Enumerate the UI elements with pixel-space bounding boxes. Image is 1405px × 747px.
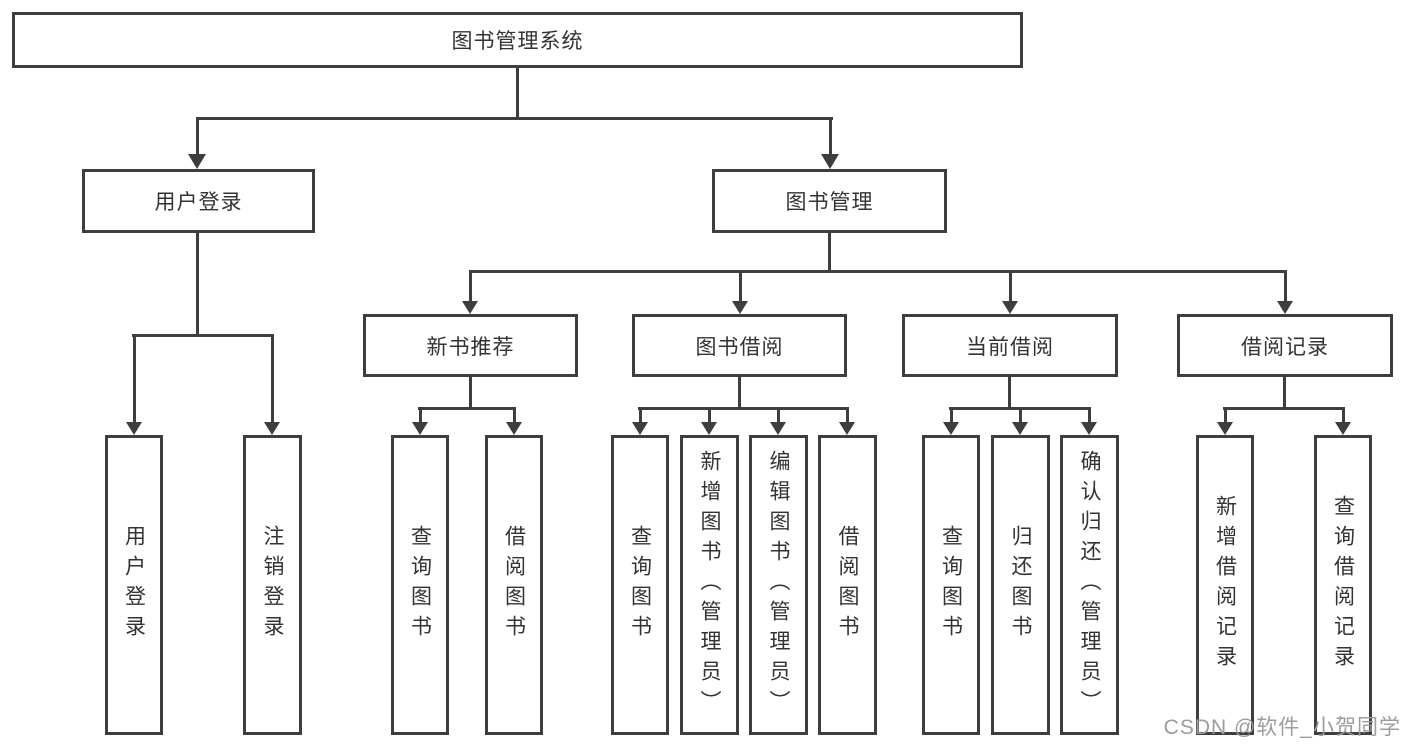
connector-root-stem bbox=[516, 65, 519, 120]
leaf-edit-books-admin: 编辑图书（管理员） bbox=[749, 435, 808, 735]
node-current-borrowing-label: 当前借阅 bbox=[966, 335, 1054, 359]
arrowhead-icon bbox=[1335, 422, 1351, 435]
leaf-borrow-books-label: 借阅图书 bbox=[836, 525, 859, 645]
arrowhead-icon bbox=[701, 422, 717, 435]
arrowhead-icon bbox=[1217, 422, 1233, 435]
leaf-edit-books-admin-label: 编辑图书（管理员） bbox=[767, 450, 790, 720]
arrowhead-icon bbox=[732, 301, 748, 314]
arrow-to-leaf bbox=[770, 407, 786, 435]
arrowhead-icon bbox=[632, 422, 648, 435]
connector-branch-borrowing-records bbox=[1223, 407, 1345, 410]
leaf-query-books-recommend: 查询图书 bbox=[391, 435, 449, 735]
node-book-management-label: 图书管理 bbox=[785, 191, 874, 214]
leaf-query-books-borrowing: 查询图书 bbox=[611, 435, 669, 735]
connector-branch-level1 bbox=[196, 117, 833, 120]
leaf-query-books-current-label: 查询图书 bbox=[939, 525, 963, 645]
arrow-to-leaf bbox=[1081, 407, 1097, 435]
leaf-logout-label: 注销登录 bbox=[261, 525, 284, 645]
arrowhead-icon bbox=[943, 422, 959, 435]
node-new-book-recommend: 新书推荐 bbox=[363, 314, 578, 377]
leaf-add-borrow-record-label: 新增借阅记录 bbox=[1213, 495, 1237, 675]
leaf-borrow-books-recommend-label: 借阅图书 bbox=[502, 525, 526, 645]
node-book-borrowing-label: 图书借阅 bbox=[695, 335, 784, 359]
arrowhead-icon bbox=[188, 154, 206, 169]
arrow-to-leaf bbox=[943, 407, 959, 435]
leaf-query-books-borrowing-label: 查询图书 bbox=[628, 525, 652, 645]
leaf-confirm-return-admin-label: 确认归还（管理员） bbox=[1078, 450, 1101, 720]
arrow-to-leaf bbox=[701, 407, 717, 435]
leaf-return-books-label: 归还图书 bbox=[1009, 525, 1032, 645]
arrow-to-leaf bbox=[506, 407, 522, 435]
leaf-add-books-admin-label: 新增图书（管理员） bbox=[698, 450, 721, 720]
arrow-to-borrowing-records bbox=[1277, 270, 1293, 314]
arrow-to-user-login bbox=[188, 117, 206, 169]
arrowhead-icon bbox=[412, 422, 428, 435]
leaf-return-books: 归还图书 bbox=[991, 435, 1050, 735]
arrow-to-book-management bbox=[821, 117, 839, 169]
csdn-watermark: CSDN @软件_小贺同学 bbox=[1163, 716, 1401, 739]
node-borrowing-records-label: 借阅记录 bbox=[1241, 335, 1329, 359]
node-book-management: 图书管理 bbox=[712, 169, 947, 233]
node-user-login: 用户登录 bbox=[82, 169, 315, 233]
connector-branch-new-book bbox=[418, 407, 516, 410]
arrowhead-icon bbox=[821, 154, 839, 169]
leaf-user-login: 用户登录 bbox=[105, 435, 163, 735]
node-root-system: 图书管理系统 bbox=[12, 12, 1023, 68]
node-current-borrowing: 当前借阅 bbox=[902, 314, 1118, 377]
arrowhead-icon bbox=[1081, 422, 1097, 435]
leaf-query-borrow-record: 查询借阅记录 bbox=[1314, 435, 1372, 735]
arrowhead-icon bbox=[1277, 301, 1293, 314]
arrow-to-current-borrowing bbox=[1002, 270, 1018, 314]
arrow-to-leaf-user-login bbox=[126, 334, 142, 435]
leaf-logout: 注销登录 bbox=[243, 435, 302, 735]
leaf-borrow-books-recommend: 借阅图书 bbox=[485, 435, 543, 735]
arrow-to-new-book-recommend bbox=[462, 270, 478, 314]
node-borrowing-records: 借阅记录 bbox=[1177, 314, 1393, 377]
leaf-query-borrow-record-label: 查询借阅记录 bbox=[1331, 495, 1355, 675]
connector-user-login-stem bbox=[196, 230, 199, 337]
arrowhead-icon bbox=[264, 422, 280, 435]
connector-branch-book-borrowing bbox=[638, 407, 849, 410]
node-user-login-label: 用户登录 bbox=[154, 191, 243, 214]
arrow-to-leaf bbox=[632, 407, 648, 435]
arrowhead-icon bbox=[506, 422, 522, 435]
arrow-to-leaf bbox=[1217, 407, 1233, 435]
leaf-user-login-label: 用户登录 bbox=[122, 525, 146, 645]
leaf-borrow-books: 借阅图书 bbox=[818, 435, 877, 735]
node-book-borrowing: 图书借阅 bbox=[632, 314, 847, 377]
leaf-add-borrow-record: 新增借阅记录 bbox=[1196, 435, 1254, 735]
connector-new-book-stem bbox=[469, 374, 472, 410]
arrowhead-icon bbox=[1002, 301, 1018, 314]
connector-branch-level3 bbox=[469, 270, 1287, 273]
arrow-to-leaf bbox=[412, 407, 428, 435]
connector-book-borrowing-stem bbox=[738, 374, 741, 410]
leaf-query-books-recommend-label: 查询图书 bbox=[408, 525, 432, 645]
arrow-to-leaf bbox=[839, 407, 855, 435]
arrow-to-book-borrowing bbox=[732, 270, 748, 314]
node-root-label: 图书管理系统 bbox=[451, 30, 584, 53]
arrowhead-icon bbox=[839, 422, 855, 435]
arrow-to-leaf-logout bbox=[264, 334, 280, 435]
arrowhead-icon bbox=[770, 422, 786, 435]
leaf-query-books-current: 查询图书 bbox=[922, 435, 980, 735]
leaf-add-books-admin: 新增图书（管理员） bbox=[680, 435, 739, 735]
connector-branch-user-login bbox=[132, 334, 274, 337]
connector-book-management-stem bbox=[828, 230, 831, 273]
leaf-confirm-return-admin: 确认归还（管理员） bbox=[1060, 435, 1119, 735]
connector-borrowing-records-stem bbox=[1283, 374, 1286, 410]
arrowhead-icon bbox=[126, 422, 142, 435]
arrowhead-icon bbox=[1012, 422, 1028, 435]
arrowhead-icon bbox=[462, 301, 478, 314]
connector-current-borrowing-stem bbox=[1008, 374, 1011, 410]
arrow-to-leaf bbox=[1012, 407, 1028, 435]
node-new-book-recommend-label: 新书推荐 bbox=[426, 335, 515, 359]
arrow-to-leaf bbox=[1335, 407, 1351, 435]
